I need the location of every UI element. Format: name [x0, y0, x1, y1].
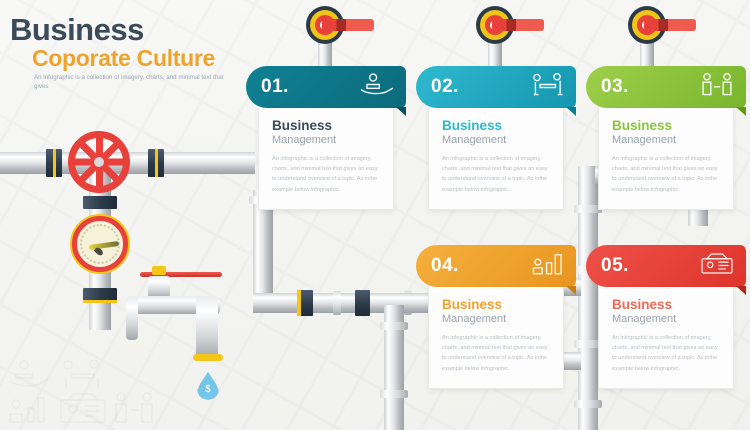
water-drop-symbol: $ [205, 383, 211, 396]
watermark-desk-meeting-icon [63, 360, 99, 388]
two-people-icon [700, 72, 734, 102]
card-01-subtitle: Management [272, 133, 337, 146]
card-03-fold [736, 107, 746, 116]
card-05-fold [736, 286, 746, 295]
card-04-subtitle: Management [442, 312, 507, 325]
card-01[interactable]: 01. Business Management An infographic i… [246, 66, 406, 211]
card-03-subtitle: Management [612, 133, 677, 146]
valve-hub [91, 154, 107, 170]
pipe-vertical-right [578, 166, 598, 430]
card-04-text: An infographic is a collection of imager… [442, 334, 548, 372]
top-valve-1[interactable] [306, 6, 374, 44]
watermark-two-people-icon [115, 392, 153, 423]
pipe-stripe [155, 149, 158, 177]
card-02-fold [566, 107, 576, 116]
card-01-body: Business Management An infographic is a … [258, 108, 394, 211]
card-03-header: 03. [586, 66, 746, 116]
card-02-number: 02. [431, 76, 459, 97]
card-05-subtitle: Management [612, 312, 677, 325]
pipe-collar [380, 390, 408, 398]
pressure-gauge [72, 216, 128, 272]
card-02-body: Business Management An infographic is a … [428, 108, 564, 211]
faucet-knob[interactable] [152, 266, 166, 275]
card-05-header: 05. [586, 245, 746, 295]
card-01-number: 01. [261, 76, 289, 97]
desk-meeting-icon [530, 72, 564, 102]
card-01-text: An infographic is a collection of imager… [272, 155, 378, 193]
faucet-ring [193, 354, 223, 361]
faucet-neck [148, 276, 170, 298]
person-bar-chart-icon [532, 252, 564, 281]
card-03-body: Business Management An infographic is a … [598, 108, 734, 211]
card-04[interactable]: 04. Business Management An infographic i… [416, 245, 576, 390]
card-02-header: 02. [416, 66, 576, 116]
page-title: Business Coporate Culture An infographic… [10, 14, 260, 92]
title-subtitle: An infographic is a collection of imager… [34, 73, 224, 90]
pipe-stripe [53, 149, 56, 177]
top-valve-3[interactable] [628, 6, 696, 44]
pipe-collar [380, 322, 408, 330]
valve-rim [68, 131, 130, 193]
pipe-stripe [297, 290, 301, 316]
card-02[interactable]: 02. Business Management An infographic i… [416, 66, 576, 211]
pipe-collar [574, 205, 602, 213]
pipe-joint [83, 288, 117, 301]
pipe-vertical-mid [253, 190, 273, 295]
card-05-text: An infographic is a collection of imager… [612, 334, 718, 372]
card-03-number: 03. [601, 76, 629, 97]
faucet-spout-down [196, 296, 218, 358]
card-04-title: Business [442, 297, 503, 312]
card-05-title: Business [612, 297, 673, 312]
card-02-subtitle: Management [442, 133, 507, 146]
card-02-title: Business [442, 118, 503, 133]
pipe-joint [83, 196, 117, 209]
watermark-id-badge-icon [60, 393, 106, 423]
pipe-vertical-tee [384, 305, 404, 430]
hand-holding-person-icon [360, 73, 394, 102]
faucet-handle[interactable] [140, 272, 222, 277]
pipe-collar [574, 400, 602, 408]
card-03-text: An infographic is a collection of imager… [612, 155, 718, 193]
top-valve-2[interactable] [476, 6, 544, 44]
pipe-stripe [83, 300, 117, 303]
valve-lever[interactable] [322, 19, 374, 31]
red-wheel-valve[interactable] [68, 131, 130, 193]
valve-lever[interactable] [644, 19, 696, 31]
card-03-title: Business [612, 118, 673, 133]
title-line-1: Business [10, 12, 144, 47]
card-05-body: Business Management An infographic is a … [598, 287, 734, 390]
card-05[interactable]: 05. Business Management An infographic i… [586, 245, 746, 390]
pipe-collar [333, 291, 341, 315]
card-04-body: Business Management An infographic is a … [428, 287, 564, 390]
card-02-text: An infographic is a collection of imager… [442, 155, 548, 193]
watermark-person-bar-chart-icon [9, 397, 45, 423]
pipe-joint [300, 290, 313, 316]
card-03[interactable]: 03. Business Management An infographic i… [586, 66, 746, 211]
card-01-title: Business [272, 118, 333, 133]
card-05-number: 05. [601, 255, 629, 276]
pipe-collar [574, 340, 602, 348]
title-line-2: Coporate Culture [32, 44, 216, 71]
card-04-number: 04. [431, 255, 459, 276]
card-04-fold [566, 286, 576, 295]
valve-lever[interactable] [492, 19, 544, 31]
card-04-header: 04. [416, 245, 576, 295]
watermark-hand-holding-person-icon [9, 360, 49, 387]
faucet-base [126, 296, 138, 340]
pipe-joint [355, 290, 370, 316]
card-01-header: 01. [246, 66, 406, 116]
id-badge-icon [700, 252, 734, 281]
card-01-fold [396, 107, 406, 116]
